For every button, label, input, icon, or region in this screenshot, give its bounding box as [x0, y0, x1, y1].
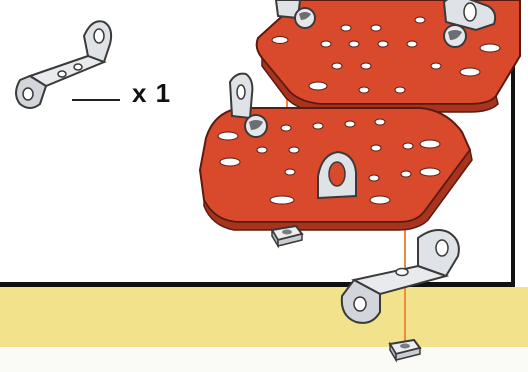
square-nut-left: [272, 226, 302, 246]
square-nut-bottom: [390, 340, 420, 360]
bottom-double-angle-bracket: [342, 230, 459, 323]
